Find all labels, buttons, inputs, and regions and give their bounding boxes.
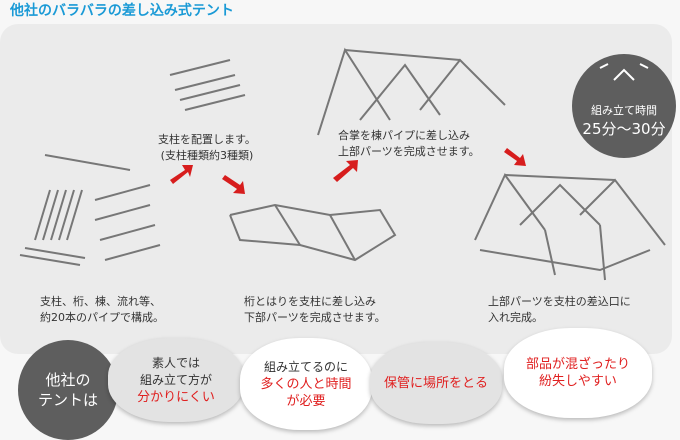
caption-line: 上部パーツを支柱の差込口に [488,295,631,308]
cloud-highlight: 保管に場所をとる [383,375,488,391]
other-tents-badge: 他社の テントは [18,340,118,440]
caption-line: 約20本のパイプで構成。 [40,311,164,324]
cloud-text: 素人では 組み立て方が [139,355,212,387]
arrow-icons [170,148,526,194]
step5-caption: 上部パーツを支柱の差込口に入れ完成。 [488,294,631,326]
timer-label: 組み立て時間 [591,104,657,117]
cloud-many-people-time: 組み立てるのに多くの人と時間 が必要 [240,338,372,430]
step2-caption: 支柱を配置します。 (支柱種類約3種類) [158,132,256,164]
cloud-parts-lost: 部品が混ざったり 紛失しやすい [504,328,652,418]
page-title: 他社のバラバラの差し込み式テント [10,3,234,19]
caption-line: 下部パーツを完成させます。 [244,311,386,324]
caption-line: 支柱を配置します。 [158,133,256,146]
cloud-highlight: 部品が混ざったり 紛失しやすい [525,357,630,389]
cloud-text: 組み立てるのに [263,359,348,374]
timer-value: 25分〜30分 [582,120,666,138]
complete-tent-illustration [474,173,666,281]
caption-line: 支柱、桁、棟、流れ等、 [40,295,161,308]
caption-line: 桁とはりを支柱に差し込み [244,295,376,308]
posts-illustration [169,59,246,111]
step4-caption: 合掌を棟パイプに差し込み上部パーツを完成させます。 [338,128,480,160]
caption-line: (支柱種類約3種類) [160,149,254,162]
caption-line: 上部パーツを完成させます。 [338,145,480,158]
cloud-hard-to-assemble: 素人では 組み立て方が分かりにくい [108,338,244,422]
assembly-time-badge: 組み立て時間 25分〜30分 [572,54,676,158]
cloud-storage-space: 保管に場所をとる [370,342,502,424]
loose-pipes-illustration [19,154,161,266]
step1-caption: 支柱、桁、棟、流れ等、約20本のパイプで構成。 [40,294,164,326]
caption-line: 合掌を棟パイプに差し込み [338,129,470,142]
cloud-highlight: 多くの人と時間 が必要 [260,376,352,409]
cloud-highlight: 分かりにくい [137,389,215,405]
other-tents-label: 他社の テントは [37,371,98,409]
lower-frame-illustration [229,203,397,262]
caption-line: 入れ完成。 [488,311,543,324]
clock-face-icon [599,63,649,81]
step3-caption: 桁とはりを支柱に差し込み下部パーツを完成させます。 [244,294,386,326]
roof-frame-illustration [317,47,506,136]
